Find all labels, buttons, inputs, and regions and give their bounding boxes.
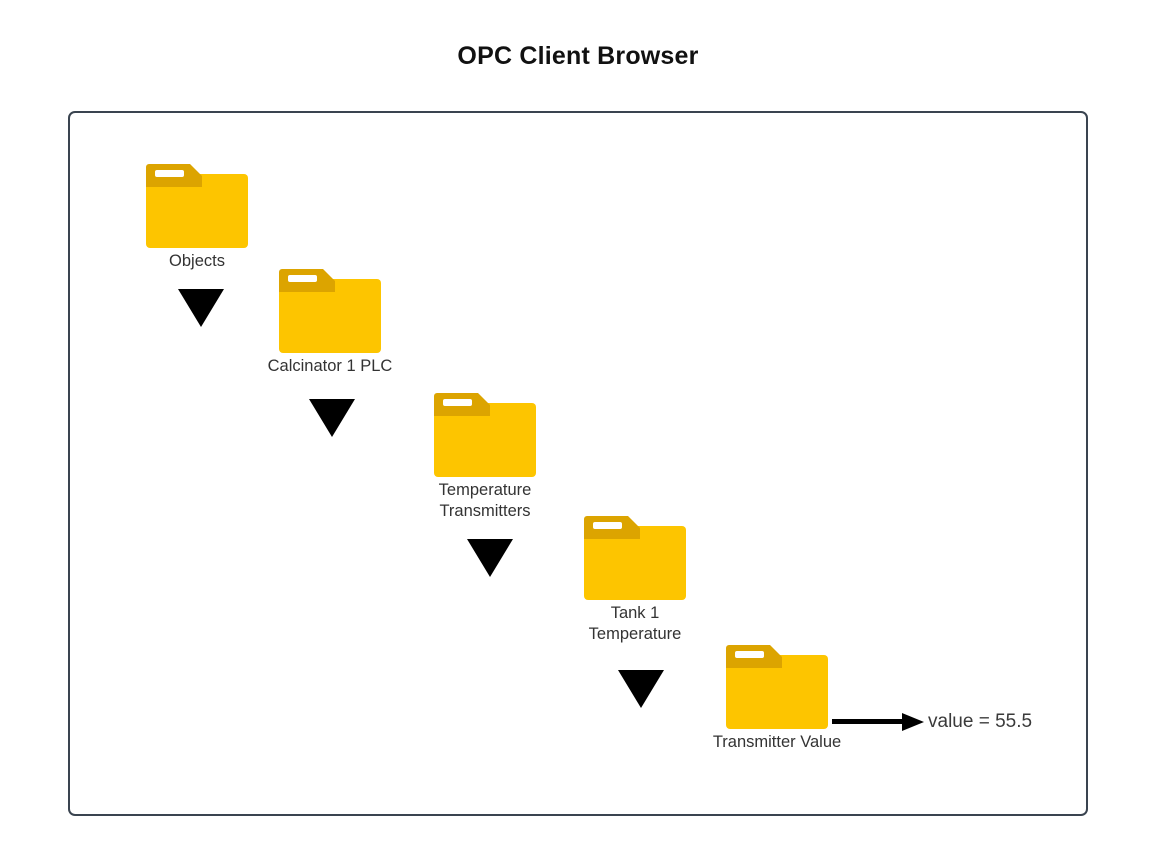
node-calcinator-1-plc[interactable]: Calcinator 1 PLC bbox=[268, 269, 469, 377]
folder-tab-bar bbox=[288, 275, 317, 282]
folder-tab bbox=[279, 269, 335, 292]
arrow-shaft bbox=[832, 719, 904, 724]
node-tank-1-temperature[interactable]: Tank 1 Temperature bbox=[584, 516, 774, 645]
diagram-canvas: Objects Calcinator 1 PLC Temperature Tra… bbox=[68, 111, 1088, 816]
node-label-transmitter-value: Transmitter Value bbox=[712, 733, 842, 751]
folder-icon bbox=[434, 393, 536, 477]
folder-icon bbox=[584, 516, 686, 600]
node-label-calcinator-1-plc: Calcinator 1 PLC bbox=[267, 357, 393, 375]
folder-tab-bar bbox=[593, 522, 622, 529]
triangle-down-icon-4 bbox=[618, 670, 664, 708]
node-label-temperature-transmitters: Temperature Transmitters bbox=[438, 481, 532, 520]
folder-tab bbox=[146, 164, 202, 187]
value-readout: value = 55.5 bbox=[928, 711, 1033, 732]
folder-tab bbox=[584, 516, 640, 539]
triangle-down-icon-1 bbox=[178, 289, 224, 327]
node-temperature-transmitters[interactable]: Temperature Transmitters bbox=[434, 393, 624, 522]
folder-tab-bar bbox=[735, 651, 764, 658]
node-label-tank-1-temperature: Tank 1 Temperature bbox=[588, 604, 682, 643]
folder-tab bbox=[434, 393, 490, 416]
folder-tab-bar bbox=[443, 399, 472, 406]
arrow-head bbox=[902, 713, 924, 731]
folder-tab-bar bbox=[155, 170, 184, 177]
node-transmitter-value[interactable]: Transmitter Value bbox=[713, 645, 916, 753]
folder-icon bbox=[279, 269, 381, 353]
folder-tab bbox=[726, 645, 782, 668]
node-objects[interactable]: Objects bbox=[146, 164, 336, 272]
folder-icon bbox=[726, 645, 828, 729]
page-title: OPC Client Browser bbox=[457, 42, 699, 70]
node-label-objects: Objects bbox=[169, 252, 225, 270]
folder-icon bbox=[146, 164, 248, 248]
arrow-right-icon bbox=[832, 713, 924, 731]
triangle-down-icon-3 bbox=[467, 539, 513, 577]
triangle-down-icon-2 bbox=[309, 399, 355, 437]
